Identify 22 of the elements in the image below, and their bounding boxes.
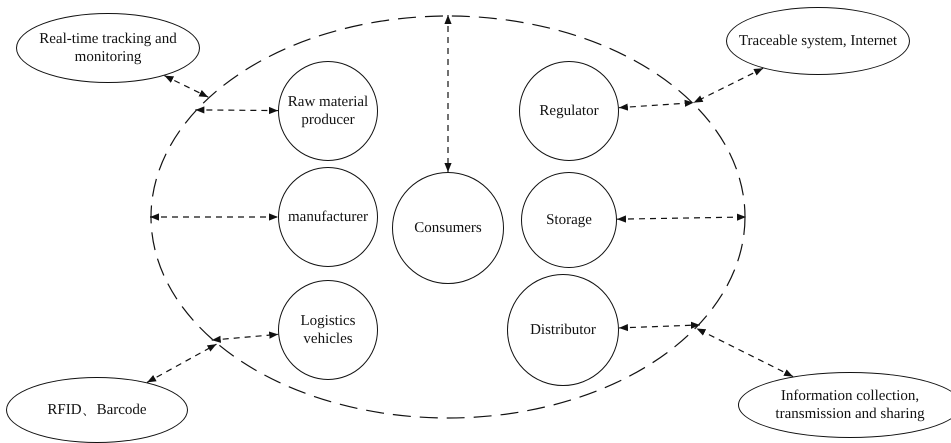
node-label: Raw material producer — [286, 93, 370, 129]
node-label: Information collection, transmission and sharing — [774, 387, 926, 423]
double-headed-arrow — [693, 68, 764, 104]
double-headed-arrow — [618, 100, 694, 111]
double-headed-arrow — [616, 214, 746, 223]
node-label: Consumers — [413, 219, 483, 237]
double-headed-arrow — [444, 15, 452, 172]
double-headed-arrow — [195, 106, 278, 114]
node-label: Distributor — [529, 321, 597, 339]
double-headed-arrow — [212, 332, 278, 343]
node-label: Logistics vehicles — [300, 312, 356, 348]
double-headed-arrow — [150, 213, 278, 221]
double-headed-arrow — [618, 322, 700, 332]
node-label: Storage — [545, 211, 593, 229]
node-label: Real-time tracking and monitoring — [38, 30, 178, 66]
node-label: Regulator — [538, 102, 600, 120]
node-label: Traceable system, Internet — [738, 32, 898, 50]
double-headed-arrow — [696, 328, 794, 378]
double-headed-arrow — [146, 344, 217, 383]
node-label: RFID、Barcode — [46, 401, 148, 419]
node-label: manufacturer — [287, 208, 369, 226]
double-headed-arrow — [164, 75, 208, 98]
